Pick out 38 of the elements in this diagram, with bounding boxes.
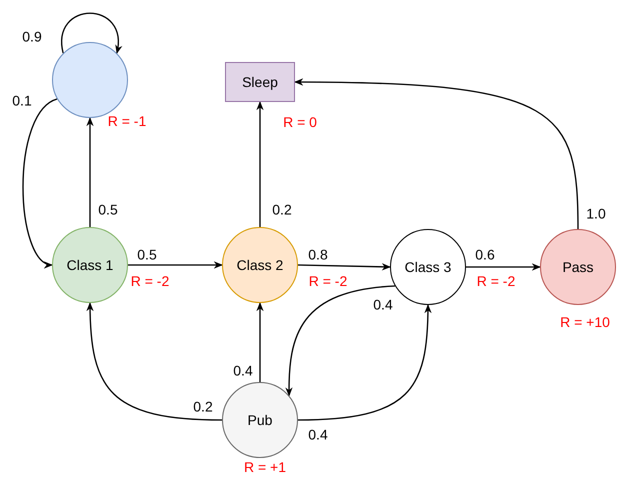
reward-label: R = -2 [308,273,348,289]
transition-arrow [256,302,264,382]
probability-label: 0.4 [232,363,254,379]
reward-label: R = 0 [283,114,317,130]
probability-label: 0.6 [474,247,496,263]
probability-label: 0.9 [21,29,43,45]
state-label: Sleep [242,74,278,90]
probability-label: 0.5 [136,247,158,263]
transition-arrow [86,302,222,421]
transition-arrow [61,12,122,54]
state-label: Class 1 [66,257,114,273]
reward-label: R = -2 [130,273,170,289]
transition-arrow [294,78,579,230]
transition-arrow [86,117,94,227]
state-label: Class 2 [236,257,284,273]
transition-arrow [256,101,264,227]
probability-label: 0.4 [372,297,394,313]
transition-arrow [22,98,58,266]
probability-label: 0.1 [11,93,33,109]
probability-label: 0.4 [307,427,329,443]
transition-arrow [128,261,223,269]
probability-label: 0.2 [192,399,214,415]
state-label: Pub [248,412,272,428]
reward-label: R = -1 [108,113,146,129]
probability-label: 0.8 [307,247,329,263]
state-label: Class 3 [404,259,452,275]
transition-arrow [466,263,541,271]
transition-arrow [286,285,396,396]
reward-label: R = +10 [560,314,610,330]
transition-arrow [298,304,432,421]
state-label: Pass [562,259,594,275]
probability-label: 0.5 [97,202,119,218]
state-box [225,62,295,102]
probability-label: 0.2 [271,202,293,218]
reward-label: R = +1 [244,459,286,475]
reward-label: R = -2 [476,273,516,289]
probability-label: 1.0 [585,206,607,222]
transition-arrow [298,263,391,270]
